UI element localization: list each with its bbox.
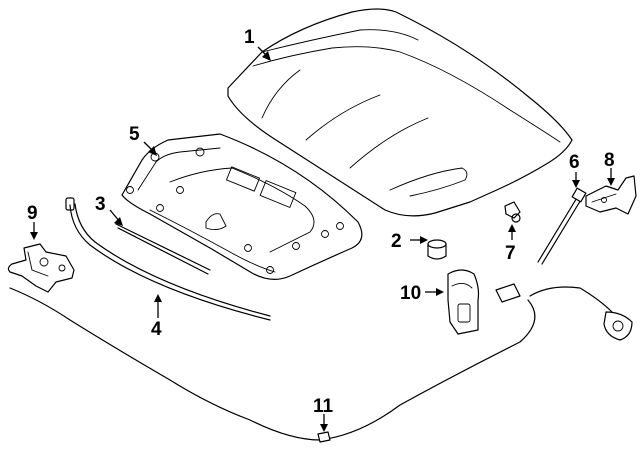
part-release-handle <box>447 269 480 335</box>
part-grommet <box>504 201 521 223</box>
callout-8: 8 <box>604 150 615 171</box>
leader-lines <box>30 46 615 432</box>
callout-1: 1 <box>244 27 255 48</box>
callout-7: 7 <box>505 243 516 264</box>
callout-11: 11 <box>313 396 334 417</box>
part-hinge <box>585 175 637 215</box>
part-latch <box>7 243 75 293</box>
callout-2: 2 <box>391 231 402 252</box>
callout-labels: 1 2 3 4 5 6 7 8 9 10 11 <box>27 27 615 417</box>
callout-4: 4 <box>151 319 162 340</box>
callout-5: 5 <box>129 124 140 145</box>
part-seal <box>115 223 211 275</box>
callout-9: 9 <box>27 203 38 224</box>
callout-6: 6 <box>569 152 580 173</box>
callout-10: 10 <box>400 283 421 304</box>
part-insulator <box>121 133 363 280</box>
part-prop-rod <box>537 187 587 265</box>
part-release-cable <box>9 283 633 443</box>
part-hood <box>227 8 573 217</box>
callout-3: 3 <box>95 194 106 215</box>
part-bumper <box>427 239 447 260</box>
part-rod <box>65 197 271 321</box>
